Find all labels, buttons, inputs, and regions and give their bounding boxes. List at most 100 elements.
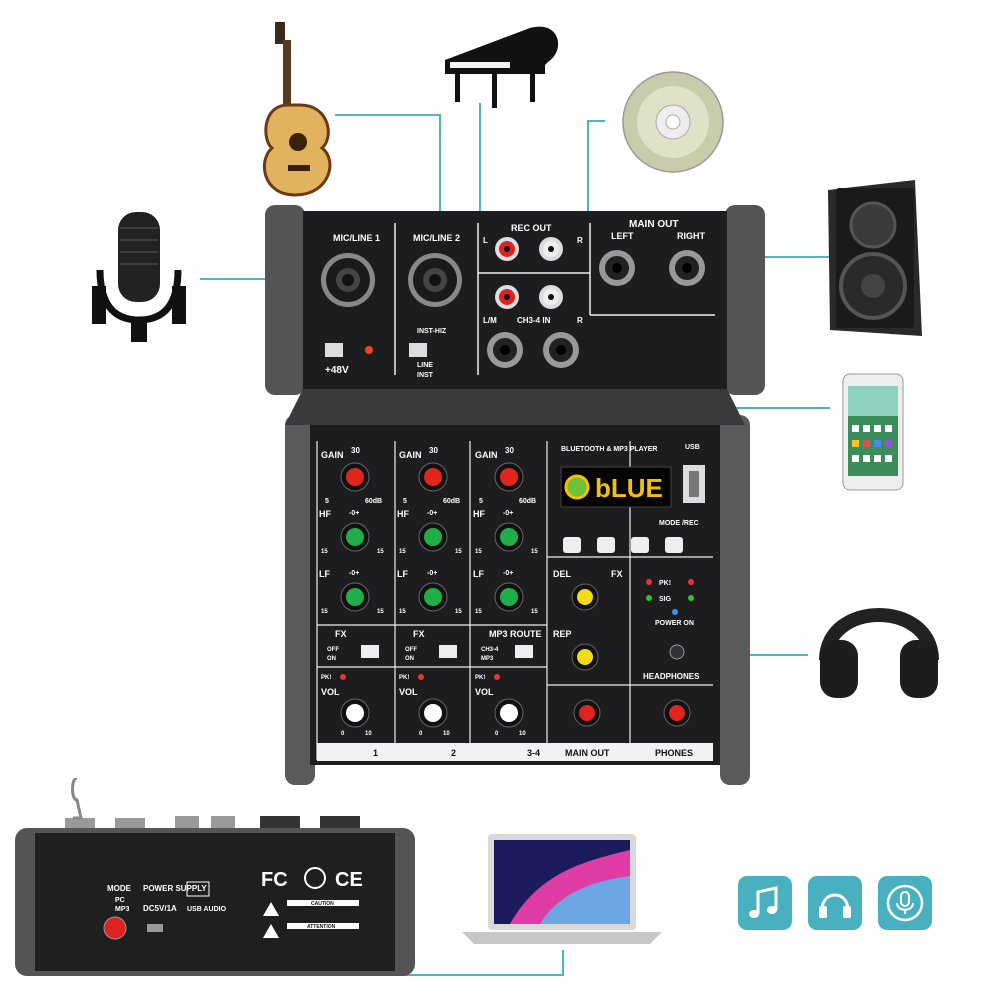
rear-pc-label: PC	[115, 897, 125, 904]
vol-max-scale: 10	[365, 731, 372, 737]
mode-rec-button[interactable]	[665, 537, 683, 553]
main-pk-label: PK!	[659, 580, 671, 587]
lf-label: LF	[397, 569, 408, 579]
fx-label: FX	[611, 569, 623, 579]
lf-knob[interactable]	[418, 582, 448, 612]
main-out-top-label: MAIN OUT	[629, 219, 678, 230]
ch34-rca-jacks[interactable]	[495, 285, 563, 309]
main-out-left-jack[interactable]	[599, 250, 635, 286]
main-out-right-jack[interactable]	[669, 250, 705, 286]
dc-label: DC5V/1A	[143, 904, 177, 913]
volume-knob[interactable]	[494, 698, 524, 728]
peak-led	[418, 674, 424, 680]
hf-knob[interactable]	[418, 522, 448, 552]
volume-knob[interactable]	[340, 698, 370, 728]
headphone-jack[interactable]	[669, 644, 685, 660]
cd-disc-icon	[622, 71, 724, 173]
main-out-right-label: RIGHT	[677, 231, 706, 241]
lf-label: LF	[319, 569, 330, 579]
ch34-lm-label: L/M	[483, 316, 497, 325]
channel-switch[interactable]	[361, 645, 379, 658]
mic-line-1-label: MIC/LINE 1	[333, 233, 380, 243]
lf-min-scale: 15	[321, 609, 328, 615]
play-pause-button[interactable]	[631, 537, 649, 553]
gain-knob[interactable]	[340, 462, 370, 492]
music-note-tile	[738, 876, 792, 930]
lf-zero-scale: -0+	[349, 570, 359, 577]
channel-strip-label: 1	[373, 748, 378, 758]
vol-max-scale: 10	[519, 731, 526, 737]
mic-line-1-jack[interactable]	[321, 253, 375, 307]
del-label: DEL	[553, 569, 572, 579]
ch34-in-r-jack[interactable]	[543, 332, 579, 368]
hf-knob[interactable]	[494, 522, 524, 552]
gain-top-scale: 30	[429, 446, 438, 455]
lf-zero-scale: -0+	[503, 570, 513, 577]
switch-opt-a: CH3-4	[481, 647, 499, 653]
main-out-left-label: LEFT	[611, 231, 634, 241]
rear-mode-label: MODE	[107, 884, 132, 893]
warning-icon	[263, 902, 279, 916]
usb-power-port[interactable]	[147, 924, 163, 932]
switch-label: FX	[413, 629, 425, 639]
vol-label: VOL	[475, 687, 494, 697]
gain-label: GAIN	[475, 450, 498, 460]
gain-knob[interactable]	[494, 462, 524, 492]
phones-knob[interactable]	[663, 699, 691, 727]
inst-label: INST	[417, 372, 434, 379]
phantom-led	[365, 346, 373, 354]
ch34-r-label: R	[577, 316, 583, 325]
headphones-device-icon	[819, 608, 939, 698]
gain-knob[interactable]	[418, 462, 448, 492]
main-out-knob[interactable]	[573, 699, 601, 727]
gain-top-scale: 30	[505, 446, 514, 455]
hf-label: HF	[397, 509, 409, 519]
rep-knob[interactable]	[571, 643, 599, 671]
rec-out-r-label: R	[577, 236, 583, 245]
attention-label: ATTENTION	[307, 924, 336, 930]
laptop-icon	[462, 834, 662, 944]
rear-mode-button[interactable]	[103, 916, 127, 940]
gain-max-scale: 60dB	[365, 498, 382, 505]
next-button[interactable]	[597, 537, 615, 553]
del-knob[interactable]	[571, 583, 599, 611]
headphones-label: HEADPHONES	[643, 672, 700, 681]
hf-min-scale: 15	[321, 549, 328, 555]
hf-knob[interactable]	[340, 522, 370, 552]
line-inst-button[interactable]	[409, 343, 427, 357]
gain-min-scale: 5	[325, 498, 329, 505]
lf-max-scale: 15	[455, 609, 462, 615]
prev-button[interactable]	[563, 537, 581, 553]
volume-knob[interactable]	[418, 698, 448, 728]
rec-out-rca-jacks[interactable]	[495, 237, 563, 261]
phantom-power-button[interactable]	[325, 343, 343, 357]
switch-opt-a: OFF	[327, 647, 339, 653]
usb-label: USB	[685, 444, 700, 451]
hf-zero-scale: -0+	[427, 510, 437, 517]
hf-label: HF	[473, 509, 485, 519]
rec-out-l-label: L	[483, 236, 488, 245]
ch34-in-lm-jack[interactable]	[487, 332, 523, 368]
speaker-icon	[828, 180, 922, 336]
phantom-label: +48V	[325, 365, 349, 376]
switch-opt-b: ON	[327, 656, 336, 662]
player-title: BLUETOOTH & MP3 PLAYER	[561, 446, 657, 453]
switch-opt-b: ON	[405, 656, 414, 662]
phones-strip-label: PHONES	[655, 748, 693, 758]
lf-knob[interactable]	[340, 582, 370, 612]
line-label: LINE	[417, 362, 433, 369]
lf-label: LF	[473, 569, 484, 579]
mic-line-2-jack[interactable]	[408, 253, 462, 307]
display-disc-icon	[564, 474, 590, 500]
caution-label: CAUTION	[311, 901, 334, 907]
gain-top-scale: 30	[351, 446, 360, 455]
usb-audio-label: USB AUDIO	[187, 906, 227, 913]
gain-max-scale: 60dB	[443, 498, 460, 505]
vol-min-scale: 0	[341, 731, 345, 737]
mic-line-2-label: MIC/LINE 2	[413, 233, 460, 243]
channel-switch[interactable]	[515, 645, 533, 658]
usb-audio-monitor-icon	[186, 881, 210, 897]
lf-knob[interactable]	[494, 582, 524, 612]
channel-switch[interactable]	[439, 645, 457, 658]
csa-mark-icon	[304, 867, 326, 889]
